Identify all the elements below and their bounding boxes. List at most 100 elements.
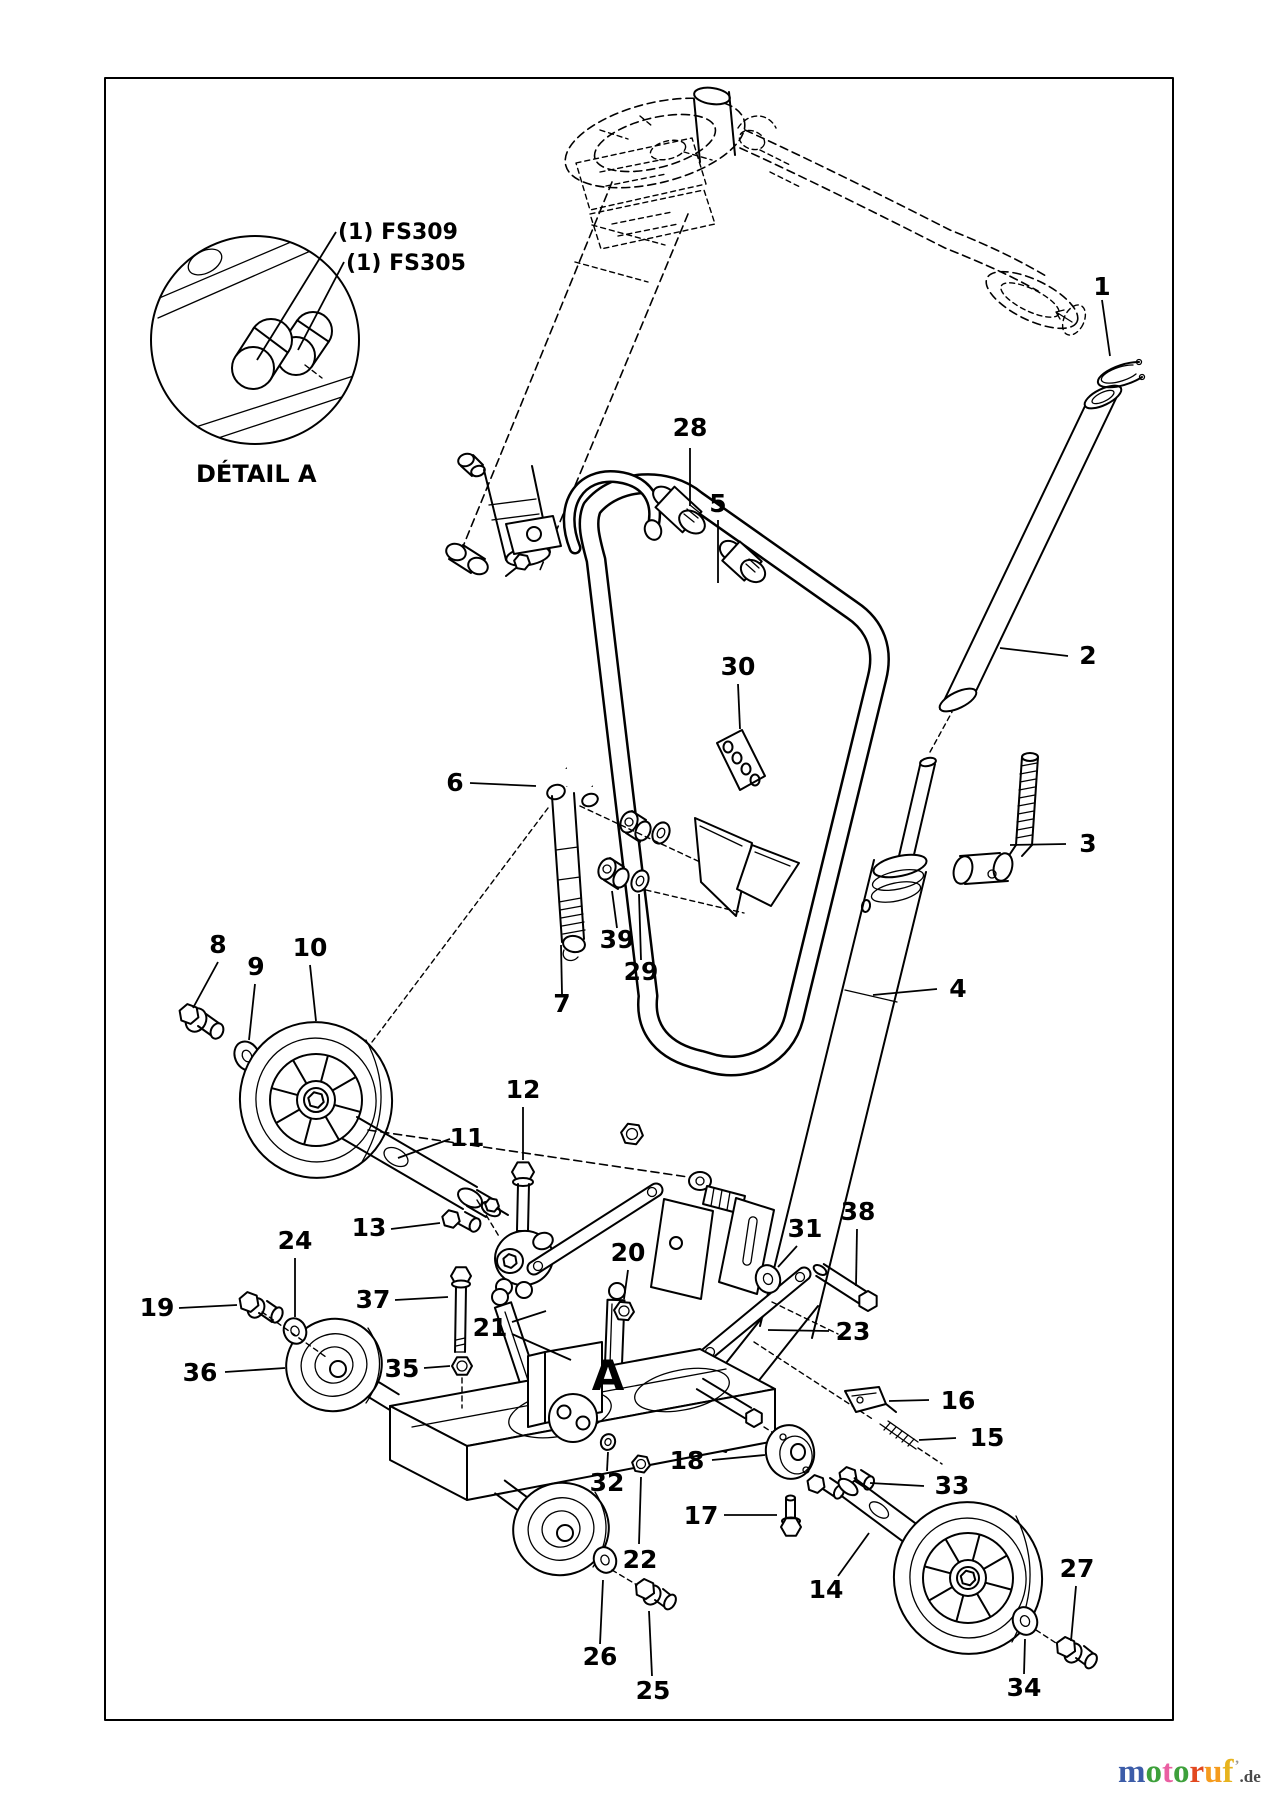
part-label-16: 16 [941, 1386, 976, 1415]
part-label-9: 9 [247, 952, 264, 981]
part-label-20: 20 [611, 1238, 646, 1267]
part-label-7: 7 [553, 989, 570, 1018]
part-label-12: 12 [506, 1075, 541, 1104]
part-label-4: 4 [949, 974, 966, 1003]
washer-24 [282, 1317, 308, 1345]
detail-callout-fs309: (1) FS309 [338, 220, 458, 245]
clamp-cylinder-28 [652, 485, 706, 535]
logo-letter: o [1173, 1754, 1190, 1790]
part-label-30: 30 [721, 652, 756, 681]
part-label-26: 26 [583, 1642, 618, 1671]
part-label-1: 1 [1093, 272, 1110, 301]
part-label-25: 25 [636, 1676, 671, 1705]
part-label-5: 5 [709, 489, 726, 518]
motoruf-logo-tick: ’ [1234, 1758, 1240, 1774]
leader-lines [178, 299, 1111, 1677]
axle-14 [837, 1477, 918, 1543]
link-arm-lower [698, 1266, 812, 1363]
rear-axle-assembly [695, 1377, 1098, 1670]
tension-bolt-part3 [952, 752, 1039, 885]
motoruf-logo-suffix: .de [1239, 1767, 1261, 1786]
part-label-8: 8 [209, 930, 226, 959]
upper-tube-part2 [938, 384, 1123, 713]
diagram-border [104, 77, 1174, 1721]
part-label-11: 11 [450, 1123, 485, 1152]
logo-letter: u [1204, 1754, 1223, 1790]
wheel-rear-right [892, 1501, 1044, 1655]
snap-ring-part1 [1096, 358, 1146, 389]
part-label-29: 29 [624, 957, 659, 986]
clip-16 [844, 1386, 897, 1413]
section-marker-a: A [592, 1351, 625, 1400]
part-label-19: 19 [140, 1293, 175, 1322]
mast-foot-parts [445, 452, 562, 577]
washer-31 [754, 1264, 782, 1294]
vent-plate-30 [716, 729, 766, 791]
bolt-25 [631, 1575, 677, 1611]
part-label-17: 17 [684, 1501, 719, 1530]
roller-26-assembly [494, 1479, 610, 1577]
part-label-36: 36 [183, 1358, 218, 1387]
part-label-34: 34 [1007, 1673, 1042, 1702]
cotter-pin-15 [879, 1420, 919, 1450]
detail-roller-left [231, 318, 293, 390]
motoruf-watermark: motoruf’.de [1118, 1754, 1261, 1791]
bolt-38 [812, 1263, 883, 1315]
washer-26 [592, 1546, 618, 1574]
part-label-23: 23 [836, 1317, 871, 1346]
bolt-12 [510, 1161, 536, 1232]
logo-letter: t [1162, 1754, 1173, 1790]
part-label-27: 27 [1060, 1554, 1095, 1583]
logo-letter: o [1145, 1754, 1163, 1790]
part-label-18: 18 [670, 1446, 705, 1475]
phantom-upper-assembly [461, 86, 1087, 571]
part-label-24: 24 [278, 1226, 313, 1255]
handle-loop-part5 [562, 470, 890, 1077]
detail-a-inset: (1) FS309 (1) FS305 DÉTAIL A [150, 220, 466, 488]
link-arm-upper [526, 1182, 664, 1276]
part-label-35: 35 [385, 1354, 420, 1383]
detail-title: DÉTAIL A [196, 459, 317, 488]
part-label-32: 32 [590, 1468, 625, 1497]
bolt-8 [175, 1001, 225, 1040]
logo-letter: r [1189, 1754, 1205, 1790]
front-left-wheel-assembly [175, 807, 689, 1239]
part-label-38: 38 [841, 1197, 876, 1226]
nut-22 [629, 1453, 653, 1475]
part-label-22: 22 [623, 1545, 658, 1574]
bolt-17 [780, 1494, 802, 1537]
part-label-39: 39 [600, 925, 635, 954]
link-rod-assembly [539, 761, 745, 962]
wheel-10 [238, 1021, 394, 1179]
part-label-6: 6 [446, 768, 463, 797]
motoruf-logo-text: motoruf [1118, 1754, 1234, 1790]
ring-32 [599, 1433, 617, 1451]
bolt-39-washer-29-lower [597, 857, 650, 893]
chassis-frame [389, 1341, 776, 1501]
logo-letter: f [1222, 1754, 1234, 1790]
part-label-2: 2 [1079, 641, 1096, 670]
logo-letter: m [1118, 1754, 1146, 1790]
bolt-13 [439, 1208, 482, 1233]
detail-callout-fs305: (1) FS305 [346, 251, 466, 276]
part-label-3: 3 [1079, 829, 1096, 858]
part-label-13: 13 [352, 1213, 387, 1242]
washer-34 [1011, 1606, 1039, 1636]
part-label-21: 21 [473, 1313, 508, 1342]
part-label-10: 10 [293, 933, 328, 962]
part-label-14: 14 [809, 1575, 844, 1604]
part-label-31: 31 [788, 1214, 823, 1243]
part-label-37: 37 [356, 1285, 391, 1314]
bolt-37 [450, 1266, 472, 1353]
bolt-19 [235, 1289, 284, 1324]
roller-36-assembly [285, 1317, 400, 1413]
part-label-33: 33 [935, 1471, 970, 1500]
bolt-39-washer-29-upper [619, 810, 671, 845]
nut-35 [451, 1356, 473, 1376]
clamp-cylinder-b [718, 539, 767, 584]
steering-shaft [693, 86, 736, 163]
part-label-28: 28 [673, 413, 708, 442]
part-label-15: 15 [970, 1423, 1005, 1452]
